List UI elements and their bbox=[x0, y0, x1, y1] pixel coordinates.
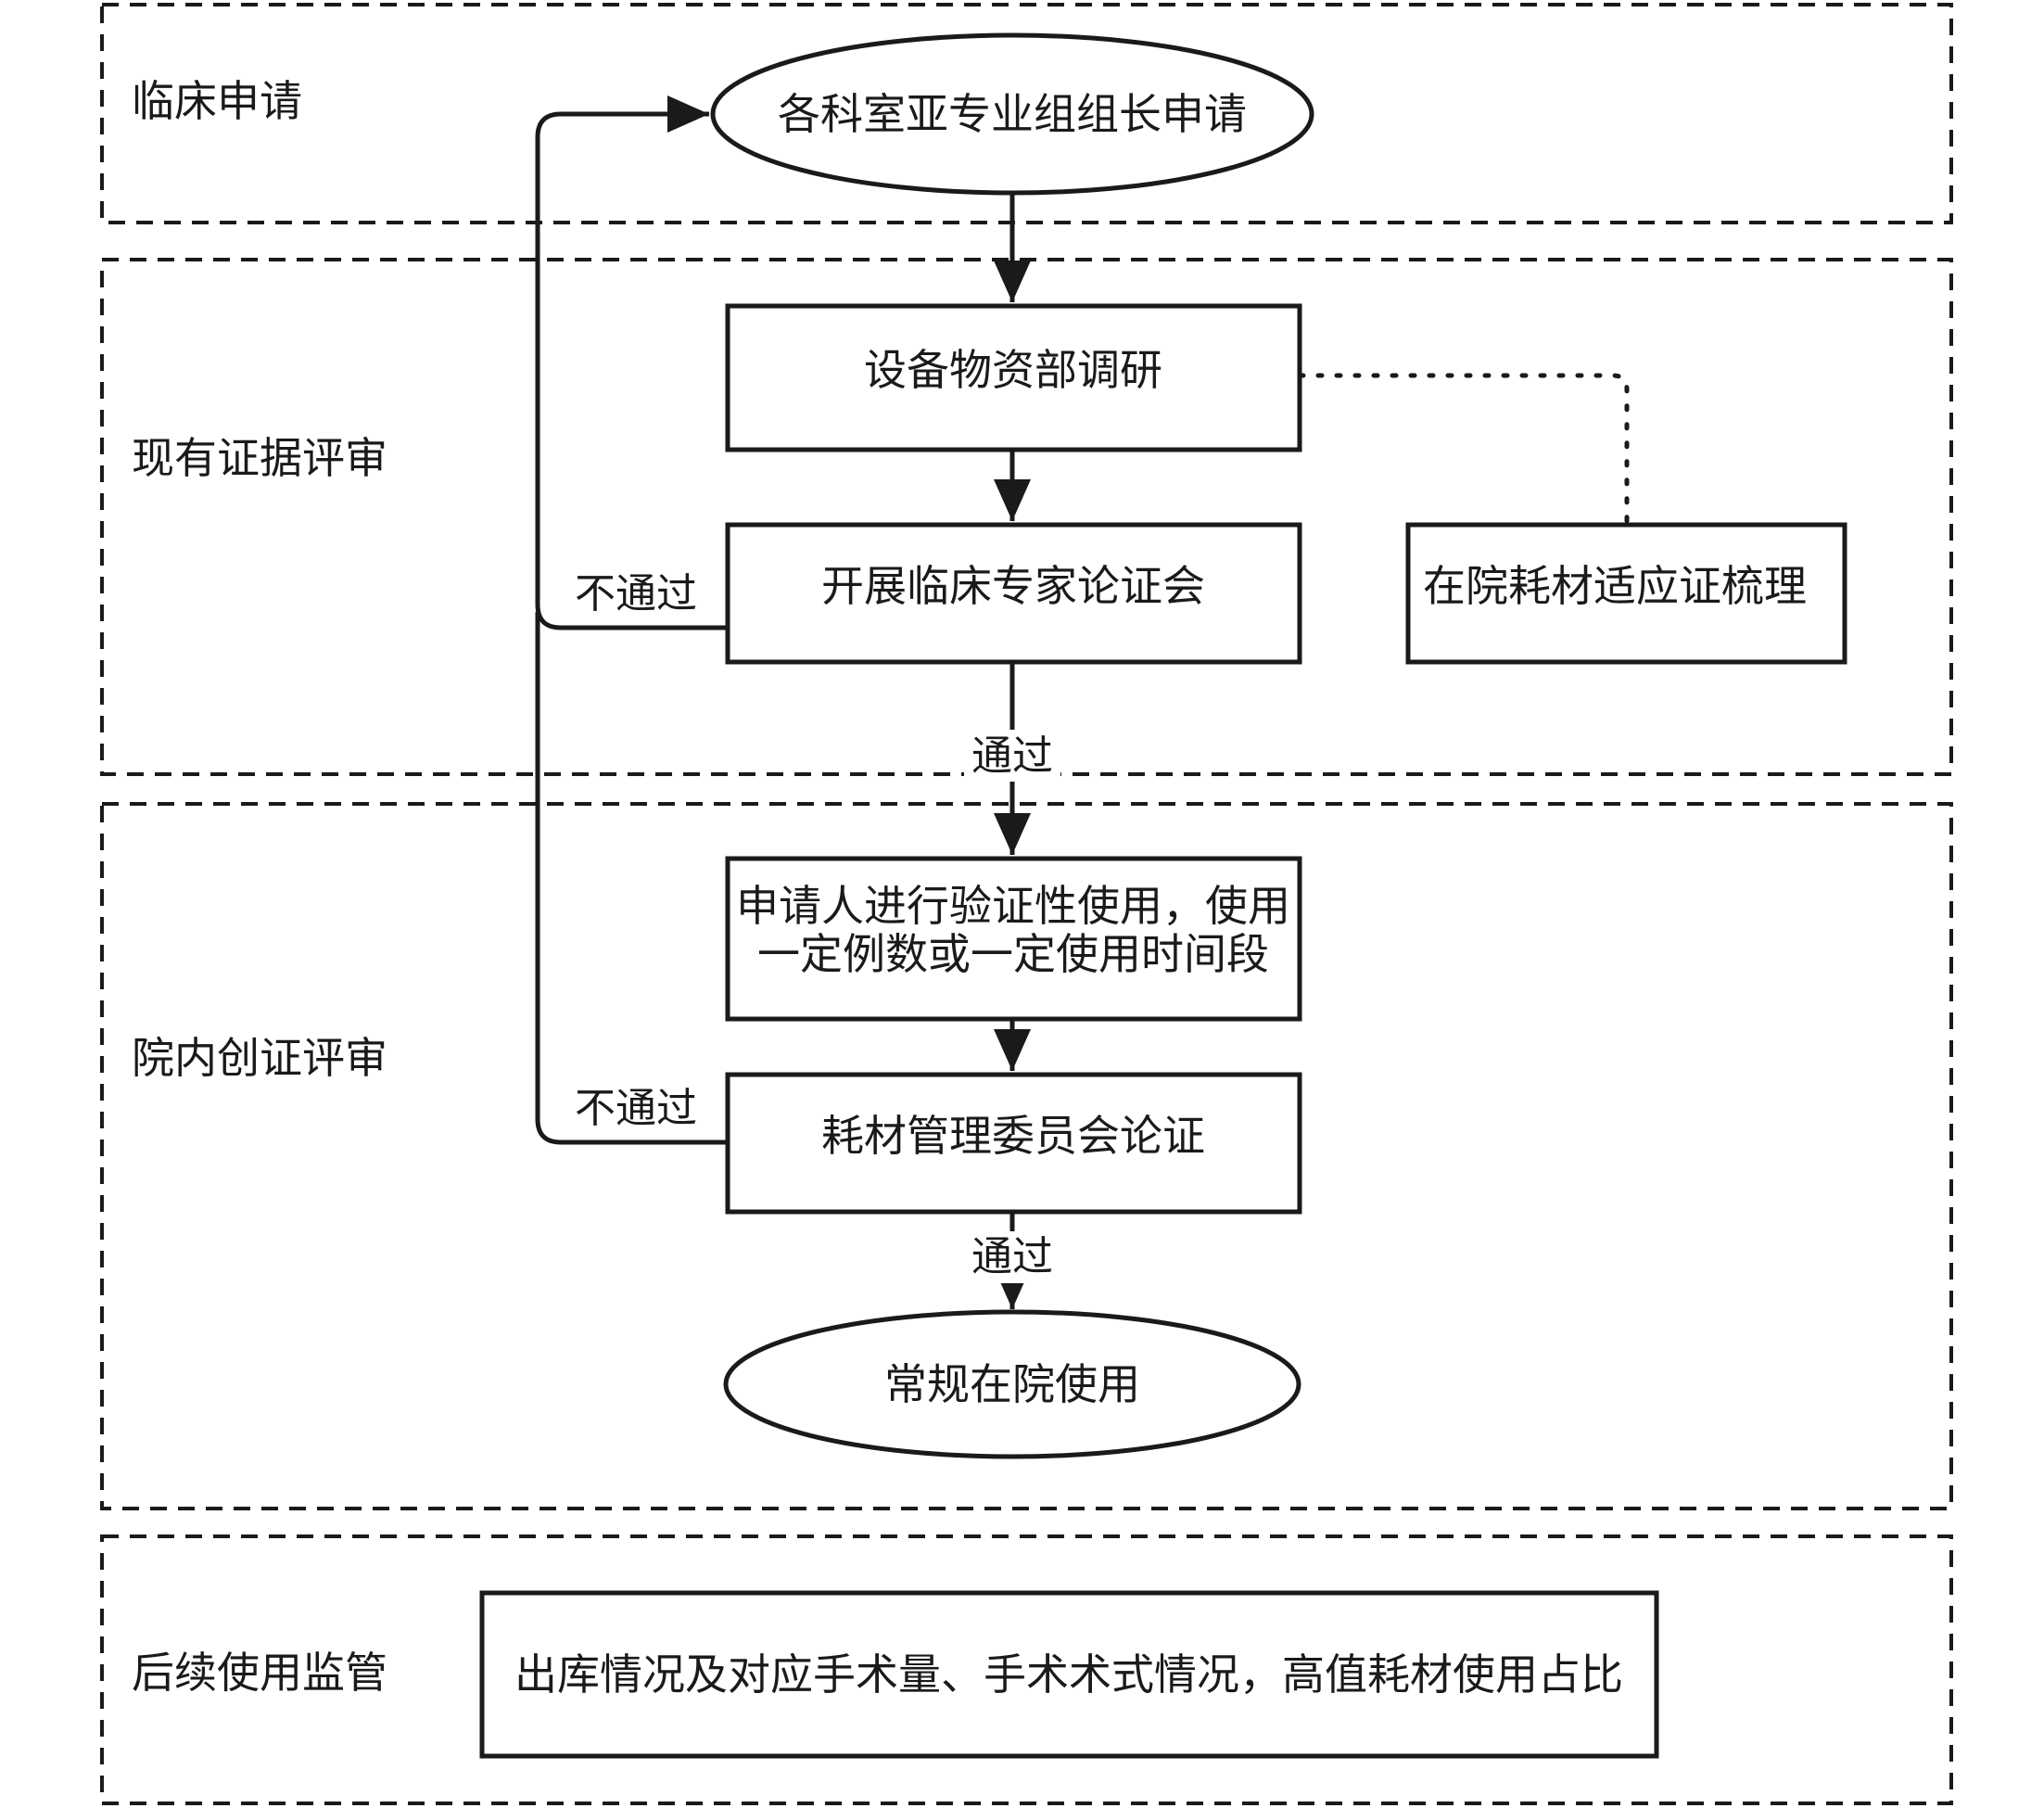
lane-label-clinical-application: 临床申请 bbox=[132, 76, 302, 126]
lane-label-follow-up-supervision: 后续使用监管 bbox=[132, 1648, 387, 1698]
edges: 通过 通过 不通过 不通过 bbox=[535, 95, 1630, 1309]
node-monitoring-text: 出库情况及对应手术量、手术术式情况，高值耗材使用占比 bbox=[514, 1649, 1623, 1700]
edge-label-expert-pass: 通过 bbox=[971, 732, 1053, 780]
nodes: 各科室亚专业组组长申请 设备物资部调研 开展临床专家论证会 在院耗材适应证梳理 … bbox=[479, 32, 1847, 1759]
lane-clinical-application bbox=[100, 3, 1953, 224]
node-committee: 耗材管理委员会论证 bbox=[725, 1072, 1302, 1215]
node-research-text: 设备物资部调研 bbox=[864, 345, 1162, 395]
edge-label-bg-committee-pass bbox=[964, 1231, 1060, 1283]
node-apply: 各科室亚专业组组长申请 bbox=[710, 32, 1314, 196]
node-monitoring: 出库情况及对应手术量、手术术式情况，高值耗材使用占比 bbox=[479, 1590, 1659, 1759]
lane-label-existing-evidence-review: 现有证据评审 bbox=[132, 433, 387, 483]
swimlanes: 临床申请 现有证据评审 院内创证评审 后续使用监管 bbox=[100, 3, 1953, 1805]
node-trial-use: 申请人进行验证性使用，使用 一定例数或一定使用时间段 bbox=[725, 856, 1302, 1022]
edge-committee-fail bbox=[535, 612, 728, 1145]
edge-expert-fail bbox=[535, 95, 728, 630]
edge-label-expert-fail: 不通过 bbox=[575, 570, 697, 618]
edge-research-to-indication bbox=[1297, 373, 1630, 524]
node-indication-review-text: 在院耗材适应证梳理 bbox=[1423, 561, 1807, 611]
node-routine-use-text: 常规在院使用 bbox=[884, 1359, 1140, 1409]
node-research: 设备物资部调研 bbox=[725, 303, 1302, 452]
lane-label-in-hospital-evidence-review: 院内创证评审 bbox=[132, 1033, 387, 1083]
edge-label-committee-fail: 不通过 bbox=[575, 1085, 697, 1132]
lane-follow-up-supervision bbox=[100, 1534, 1953, 1805]
node-trial-use-text-line1: 申请人进行验证性使用，使用 bbox=[736, 881, 1290, 931]
node-apply-text: 各科室亚专业组组长申请 bbox=[778, 89, 1247, 139]
node-routine-use: 常规在院使用 bbox=[723, 1309, 1301, 1459]
node-expert-meeting-text: 开展临床专家论证会 bbox=[821, 561, 1205, 611]
lane-in-hospital-evidence-review bbox=[100, 802, 1953, 1510]
node-indication-review: 在院耗材适应证梳理 bbox=[1405, 522, 1847, 665]
edge-label-committee-pass: 通过 bbox=[971, 1233, 1053, 1280]
node-expert-meeting: 开展临床专家论证会 bbox=[725, 522, 1302, 665]
edge-label-bg-expert-pass bbox=[964, 730, 1060, 782]
node-trial-use-text-line2: 一定例数或一定使用时间段 bbox=[757, 929, 1269, 979]
node-committee-text: 耗材管理委员会论证 bbox=[821, 1111, 1205, 1161]
